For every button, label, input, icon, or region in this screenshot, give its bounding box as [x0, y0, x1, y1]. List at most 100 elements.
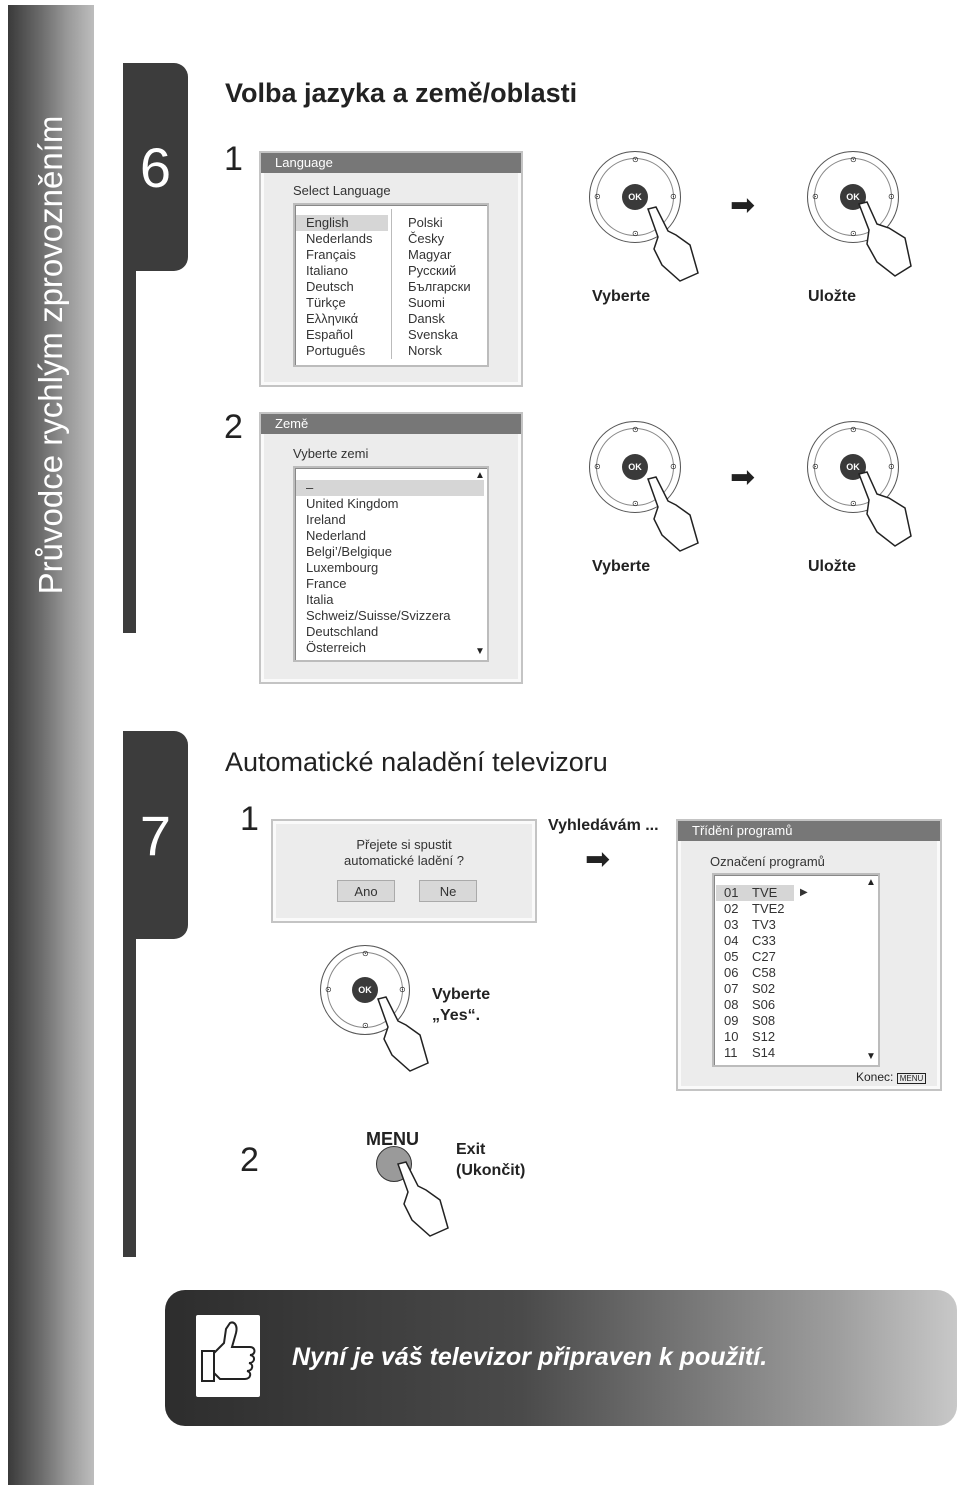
substep-number: 2 [240, 1141, 259, 1179]
arrow-right-icon: ➡ [730, 461, 756, 494]
language-option[interactable]: English [296, 215, 388, 231]
country-option[interactable]: Schweiz/Suisse/Svizzera [306, 608, 451, 623]
program-name: S06 [752, 997, 776, 1012]
searching-label: Vyhledávám ... [548, 817, 659, 834]
language-option[interactable]: Deutsch [306, 279, 354, 294]
language-option[interactable]: Magyar [408, 247, 452, 262]
exit-line-2: (Ukončit) [456, 1162, 526, 1179]
hand-pointer-icon [647, 206, 699, 282]
select-label: Vyberte [592, 288, 651, 305]
scroll-down-icon[interactable]: ▼ [866, 1051, 876, 1062]
menu-label: MENU [366, 1129, 419, 1149]
program-number: 03 [724, 917, 739, 932]
program-number: 06 [724, 965, 739, 980]
sort-menu-title: Třídění programů [678, 821, 940, 841]
bottom-banner [165, 1290, 957, 1426]
hand-pointer-icon [647, 476, 699, 552]
konec-hint: Konec: MENU [856, 1070, 927, 1084]
program-name: S08 [752, 1013, 776, 1028]
exit-line-1: Exit [456, 1141, 486, 1158]
program-name: S02 [752, 981, 776, 996]
program-number: 09 [724, 1013, 739, 1028]
scroll-up-icon[interactable]: ▲ [475, 470, 485, 481]
step-7-number: 7 [139, 803, 172, 867]
selection-arrow-icon: ▶ [800, 887, 808, 898]
save-label: Uložte [808, 288, 856, 305]
language-option[interactable]: Türkçe [306, 295, 346, 310]
country-option[interactable]: Deutschland [306, 624, 379, 639]
language-option[interactable]: Norsk [408, 343, 442, 358]
program-row[interactable]: 03 TV3 [716, 917, 864, 933]
language-option[interactable]: Dansk [408, 311, 445, 326]
language-option[interactable]: Suomi [408, 295, 445, 310]
country-option[interactable]: Nederland [306, 528, 366, 543]
arrow-right-icon: ➡ [730, 189, 756, 222]
country-option[interactable]: Italia [306, 592, 334, 607]
program-number: 04 [724, 933, 739, 948]
program-row[interactable]: 04 C33 [716, 933, 864, 949]
country-option[interactable]: Belgi’/Belgique [306, 544, 393, 559]
ok-button[interactable]: OK [622, 454, 648, 480]
program-name: C58 [752, 965, 776, 980]
language-option[interactable]: Русский [408, 263, 457, 278]
ok-button[interactable]: OK [622, 184, 648, 210]
country-option[interactable]: Österreich [306, 640, 366, 655]
scroll-down-icon[interactable]: ▼ [475, 646, 485, 657]
yes-button[interactable]: Ano [337, 880, 395, 902]
sidebar-title-text: Průvodce rychlým zprovozněním [32, 115, 69, 595]
select-label: Vyberte [592, 558, 651, 575]
language-option[interactable]: Português [306, 343, 366, 358]
country-option[interactable]: United Kingdom [306, 496, 399, 511]
program-name: TV3 [752, 917, 776, 932]
select-yes-line-1: Vyberte [432, 986, 491, 1003]
konec-label: Konec: [856, 1070, 894, 1084]
step-7-line [123, 939, 136, 1257]
language-option[interactable]: Italiano [306, 263, 348, 278]
program-row[interactable]: 06 C58 [716, 965, 864, 981]
country-option[interactable]: – [296, 480, 484, 496]
country-menu-title: Země [261, 414, 521, 434]
country-option[interactable]: Luxembourg [306, 560, 379, 575]
program-name: C33 [752, 933, 776, 948]
language-option[interactable]: Nederlands [306, 231, 373, 246]
program-row[interactable]: 09 S08 [716, 1013, 864, 1029]
no-button[interactable]: Ne [419, 880, 477, 902]
exit-label: Exit (Ukončit) [456, 1139, 525, 1181]
program-number: 01 [724, 885, 739, 900]
country-option[interactable]: France [306, 576, 347, 591]
hand-pointer-icon [397, 1161, 449, 1237]
substep-number: 1 [224, 140, 243, 178]
scroll-up-icon[interactable]: ▲ [866, 877, 876, 888]
banner-text: Nyní je váš televizor připraven k použit… [292, 1343, 768, 1371]
language-menu-title: Language [261, 153, 521, 173]
language-option[interactable]: Français [306, 247, 356, 262]
dialog-line-1: Přejete si spustit [356, 837, 452, 852]
program-name: S12 [752, 1029, 776, 1044]
country-option[interactable]: Ireland [306, 512, 346, 527]
program-name: S14 [752, 1045, 776, 1060]
language-option[interactable]: Svenska [408, 327, 458, 342]
sort-prompt: Označení programů [710, 854, 825, 869]
language-option[interactable]: Polski [408, 215, 443, 230]
save-label: Uložte [808, 558, 856, 575]
arrow-right-icon: ➡ [585, 843, 611, 876]
program-number: 02 [724, 901, 739, 916]
language-option[interactable]: Ελληνικά [306, 311, 359, 326]
language-option[interactable]: Български [408, 279, 471, 294]
ok-button[interactable]: OK [352, 977, 378, 1003]
step-6-heading: Volba jazyka a země/oblasti [225, 78, 578, 108]
program-name: TVE2 [752, 901, 785, 916]
language-option[interactable]: Česky [408, 231, 445, 246]
program-row[interactable]: 02 TVE2 [716, 901, 864, 917]
language-option[interactable]: Español [306, 327, 353, 342]
